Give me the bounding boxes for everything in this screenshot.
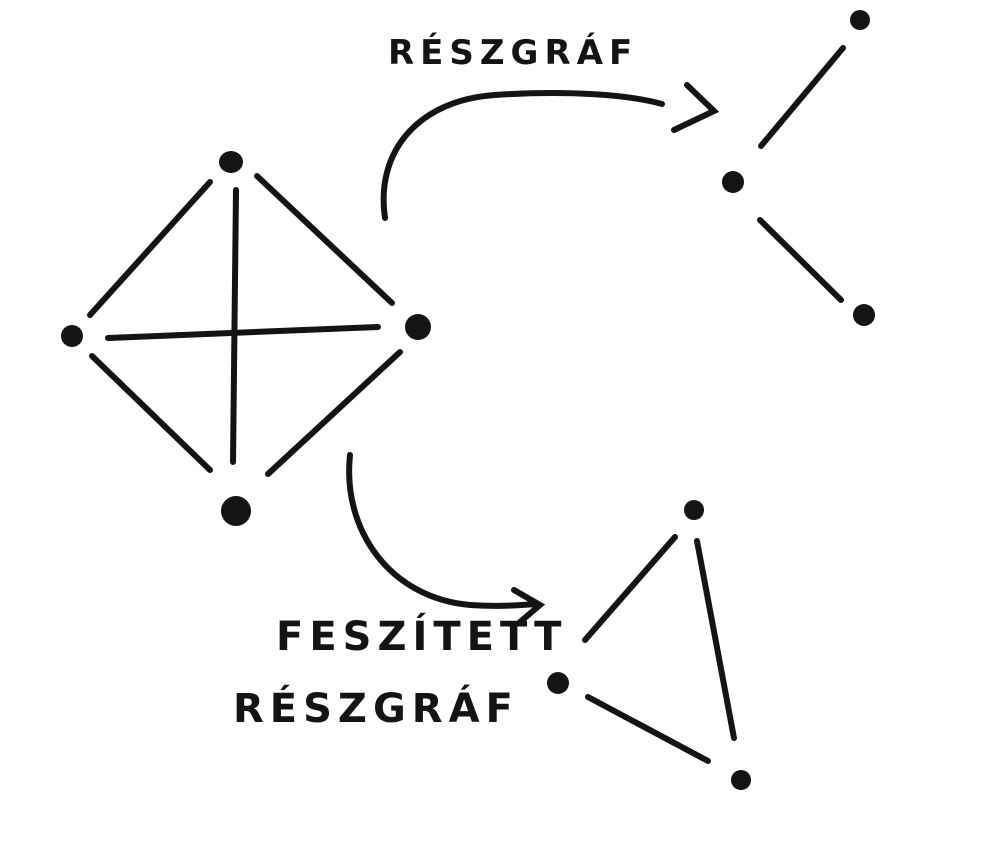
label-bottom-arrow-line2: RÉSZGRÁF: [233, 684, 519, 732]
vertex-bottom: [221, 496, 251, 526]
arrow-head: [511, 587, 546, 625]
arrow-head: [671, 82, 720, 133]
subgraph: [757, 45, 846, 303]
arrow-curve: [380, 90, 665, 221]
spanning-subgraph-vertices: [547, 500, 751, 790]
edge-center-bottom: [757, 217, 844, 303]
edge-left-bottom: [89, 353, 213, 473]
subgraph-vertex-bottom: [853, 304, 875, 326]
vertex-left: [61, 325, 83, 347]
edge-right-bottom: [265, 349, 403, 477]
vertex-right: [405, 314, 431, 340]
complete-graph-k4: [87, 173, 403, 477]
arrow-to-subgraph: [380, 82, 720, 221]
vertex-top: [219, 151, 243, 173]
arrow-curve: [346, 452, 540, 609]
subgraph-vertices: [722, 10, 875, 326]
edge-top-bottom: [230, 187, 239, 465]
edge-left-right: [105, 324, 381, 341]
subgraph-vertex-center: [722, 171, 744, 193]
complete-graph-k4-vertices: [61, 151, 431, 526]
label-top-arrow: RÉSZGRÁF: [388, 32, 638, 73]
spanning-vertex-bottom: [731, 770, 751, 790]
spanning-vertex-left: [547, 672, 569, 694]
edge-top-left: [87, 179, 213, 318]
spanning-subgraph: [582, 534, 737, 764]
label-bottom-arrow-line1: FESZÍTETT: [276, 612, 567, 660]
edge-top-bottom: [694, 538, 737, 741]
edge-top-left: [582, 534, 678, 643]
edge-left-bottom: [585, 694, 711, 764]
subgraph-vertex-top: [850, 10, 870, 30]
spanning-vertex-top: [684, 500, 704, 520]
arrow-to-spanning-subgraph: [346, 452, 546, 625]
edge-center-top: [758, 45, 846, 149]
edge-top-right: [254, 173, 395, 306]
